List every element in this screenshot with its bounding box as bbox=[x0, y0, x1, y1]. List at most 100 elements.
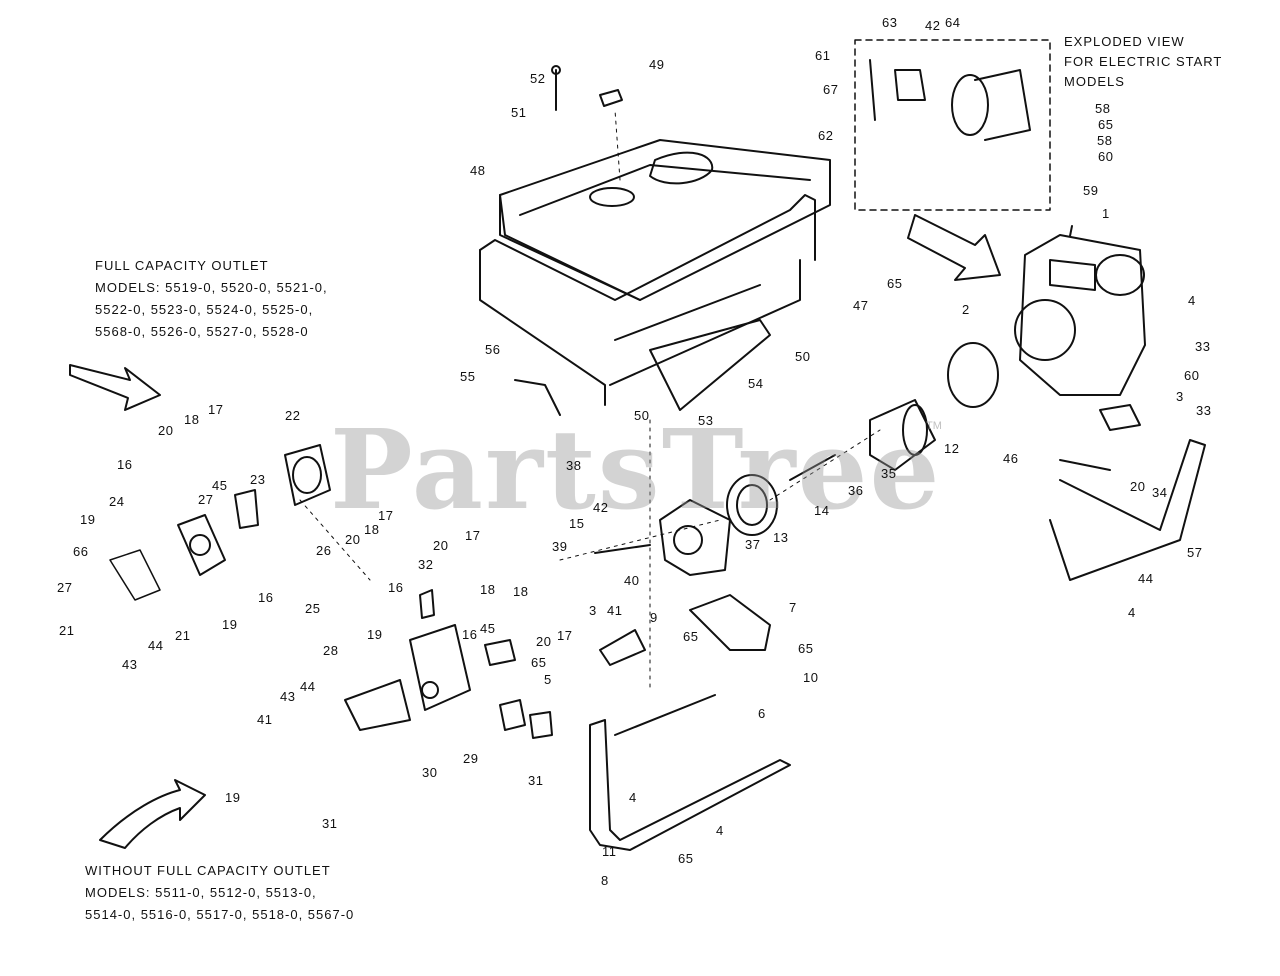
main-frame bbox=[479, 194, 816, 406]
fc-line-4: 5568-0, 5526-0, 5527-0, 5528-0 bbox=[95, 324, 309, 339]
callout: 63 bbox=[882, 15, 898, 30]
callout: 43 bbox=[122, 657, 138, 672]
part-45 bbox=[484, 639, 516, 666]
bolt-14 bbox=[789, 454, 836, 481]
callout: 3 bbox=[1176, 389, 1184, 404]
callout: 60 bbox=[1098, 149, 1114, 164]
callout: 35 bbox=[881, 466, 897, 481]
arrow-to-engine bbox=[907, 214, 1001, 281]
callout: 21 bbox=[59, 623, 75, 638]
callout: 62 bbox=[818, 128, 834, 143]
bracket-3 bbox=[599, 629, 646, 666]
callout: 45 bbox=[212, 478, 228, 493]
callout: 51 bbox=[511, 105, 527, 120]
callout: 20 bbox=[345, 532, 361, 547]
callout: 58 bbox=[1097, 133, 1113, 148]
plate-7 bbox=[689, 594, 771, 651]
callout: 67 bbox=[823, 82, 839, 97]
callout: 16 bbox=[258, 590, 274, 605]
wfc-line-3: 5514-0, 5516-0, 5517-0, 5518-0, 5567-0 bbox=[85, 907, 355, 922]
bolt-39 bbox=[594, 544, 651, 554]
callout: 20 bbox=[158, 423, 174, 438]
callout: 54 bbox=[748, 376, 764, 391]
part-32 bbox=[419, 589, 435, 619]
part-23 bbox=[234, 489, 259, 529]
watermark-tm: TM bbox=[926, 420, 942, 432]
callout: 5 bbox=[544, 672, 552, 687]
stator-13 bbox=[726, 474, 778, 536]
exploded-line-1: EXPLODED VIEW bbox=[1064, 34, 1185, 49]
callout: 19 bbox=[367, 627, 383, 642]
engine bbox=[1014, 225, 1146, 396]
callout: 55 bbox=[460, 369, 476, 384]
callout: 65 bbox=[531, 655, 547, 670]
callout: 6 bbox=[758, 706, 766, 721]
callout: 1 bbox=[1102, 206, 1110, 221]
callout: 12 bbox=[944, 441, 960, 456]
callout: 7 bbox=[789, 600, 797, 615]
callout: 10 bbox=[803, 670, 819, 685]
callout: 31 bbox=[322, 816, 338, 831]
callout: 43 bbox=[280, 689, 296, 704]
callout: 16 bbox=[117, 457, 133, 472]
callout: 11 bbox=[602, 844, 617, 859]
callout: 9 bbox=[650, 610, 658, 625]
fuel-tank bbox=[499, 139, 831, 301]
callout: 41 bbox=[257, 712, 273, 727]
arrow-without-full bbox=[99, 779, 206, 849]
callout: 40 bbox=[624, 573, 640, 588]
exploded-view-note: EXPLODED VIEW FOR ELECTRIC START MODELS bbox=[1064, 32, 1222, 92]
callout: 65 bbox=[1098, 117, 1114, 132]
callout: 46 bbox=[1003, 451, 1019, 466]
callout: 19 bbox=[222, 617, 238, 632]
part-2 bbox=[947, 342, 999, 408]
callout: 44 bbox=[300, 679, 316, 694]
callout: 24 bbox=[109, 494, 125, 509]
watermark: PartsTree bbox=[330, 405, 942, 534]
panel-22 bbox=[284, 444, 331, 506]
arrow-full-capacity bbox=[69, 364, 161, 411]
callout: 13 bbox=[773, 530, 789, 545]
callout: 44 bbox=[148, 638, 164, 653]
callout: 20 bbox=[1130, 479, 1146, 494]
callout: 60 bbox=[1184, 368, 1200, 383]
callout: 38 bbox=[566, 458, 582, 473]
panel-27 bbox=[177, 514, 226, 576]
control-panel bbox=[344, 624, 471, 731]
callout: 47 bbox=[853, 298, 869, 313]
callout: 8 bbox=[601, 873, 609, 888]
callout: 17 bbox=[557, 628, 573, 643]
callout: 15 bbox=[569, 516, 585, 531]
callout: 65 bbox=[683, 629, 699, 644]
callout: 31 bbox=[528, 773, 544, 788]
tank-cap bbox=[551, 65, 623, 111]
wfc-line-1: WITHOUT FULL CAPACITY OUTLET bbox=[85, 863, 331, 878]
callout: 42 bbox=[593, 500, 609, 515]
bracket-3-right bbox=[1099, 404, 1141, 431]
callout: 56 bbox=[485, 342, 501, 357]
callout: 26 bbox=[316, 543, 332, 558]
callout: 49 bbox=[649, 57, 665, 72]
callout: 17 bbox=[465, 528, 481, 543]
part-29 bbox=[499, 699, 526, 731]
callout: 16 bbox=[462, 627, 478, 642]
housing-37 bbox=[659, 499, 731, 576]
callout: 44 bbox=[1138, 571, 1154, 586]
callout: 18 bbox=[480, 582, 496, 597]
callout: 50 bbox=[634, 408, 650, 423]
callout: 18 bbox=[184, 412, 200, 427]
rotor-12 bbox=[869, 399, 936, 471]
starter-motor bbox=[869, 59, 1031, 141]
callout: 4 bbox=[1188, 293, 1196, 308]
callout: 4 bbox=[629, 790, 637, 805]
fc-line-2: MODELS: 5519-0, 5520-0, 5521-0, bbox=[95, 280, 328, 295]
callout: 64 bbox=[945, 15, 961, 30]
callout: 65 bbox=[887, 276, 903, 291]
callout: 4 bbox=[716, 823, 724, 838]
callout: 41 bbox=[607, 603, 623, 618]
callout: 17 bbox=[378, 508, 394, 523]
callout: 32 bbox=[418, 557, 434, 572]
callout: 33 bbox=[1195, 339, 1211, 354]
callout: 37 bbox=[745, 537, 761, 552]
